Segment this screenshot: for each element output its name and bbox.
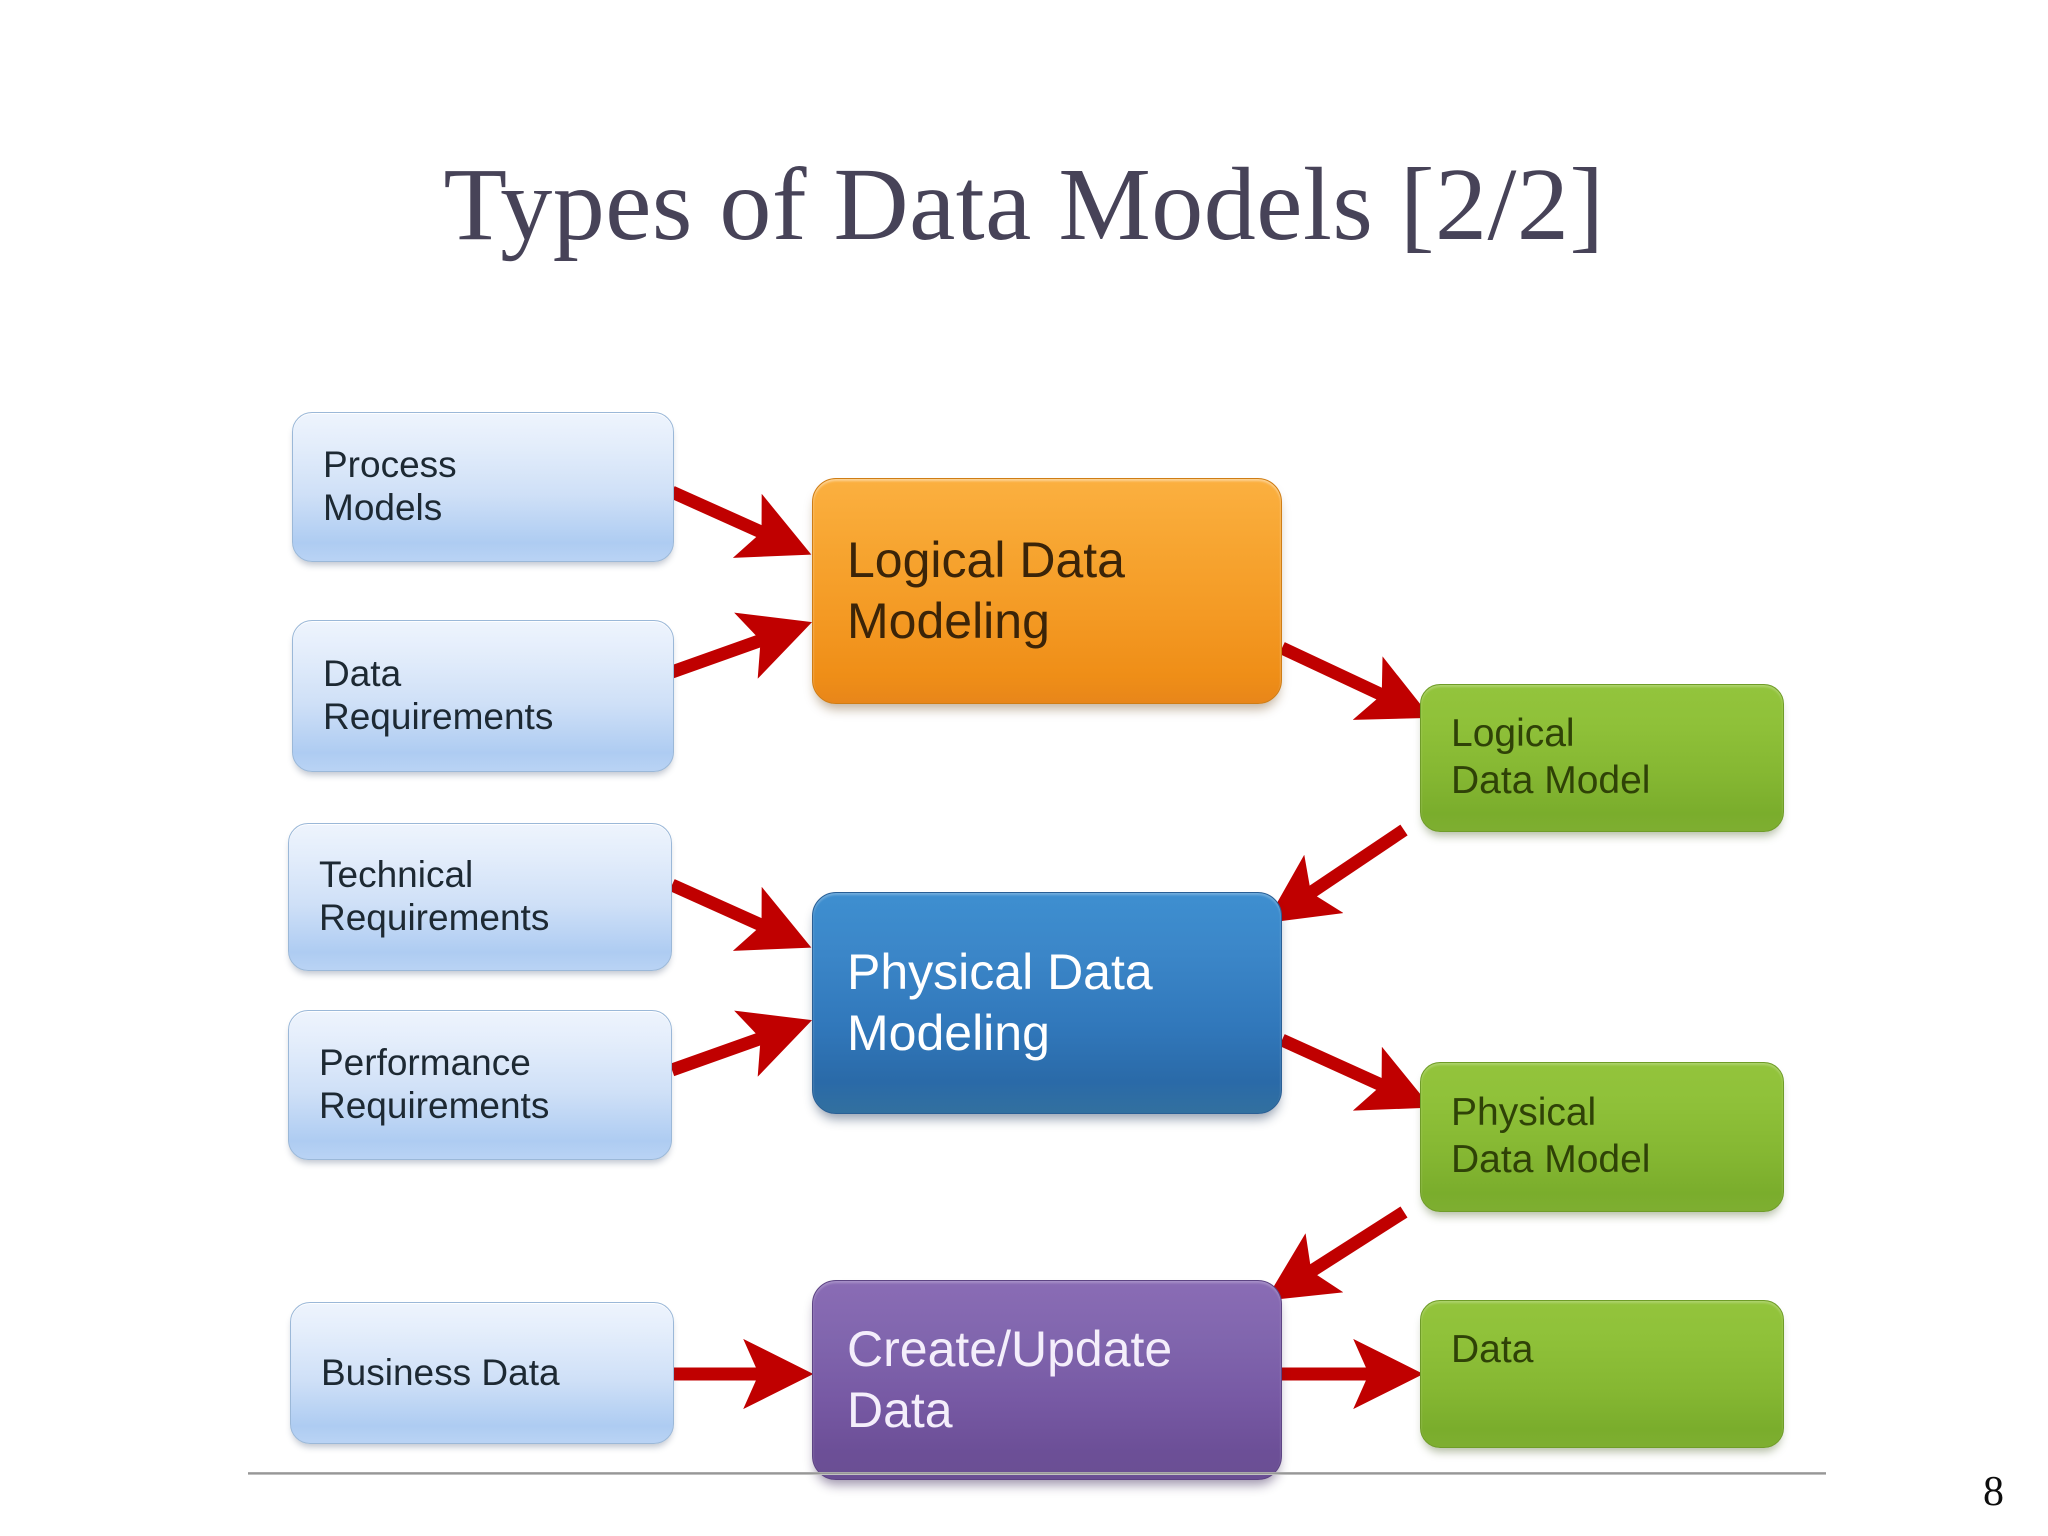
- node-logical-data-model-label: Logical Data Model: [1451, 712, 1651, 802]
- node-create-update-data[interactable]: Create/Update Data: [812, 1280, 1282, 1480]
- node-data-requirements-label: Data Requirements: [323, 653, 554, 737]
- arrow-process-models-to-logical-modeling: [669, 486, 812, 558]
- node-logical-data-modeling-label: Logical Data Modeling: [847, 532, 1125, 649]
- node-performance-requirements[interactable]: Performance Requirements: [288, 1010, 672, 1160]
- node-logical-data-model[interactable]: Logical Data Model: [1420, 684, 1784, 832]
- node-process-models-label: Process Models: [323, 444, 457, 528]
- node-physical-data-modeling-label: Physical Data Modeling: [847, 944, 1153, 1061]
- footer-divider: [248, 1472, 1826, 1475]
- arrow-logical-data-model-to-physical-modeling: [1265, 824, 1408, 924]
- node-data-requirements[interactable]: Data Requirements: [292, 620, 674, 772]
- arrow-data-requirements-to-logical-modeling: [669, 612, 813, 679]
- page-number: 8: [1983, 1469, 2004, 1515]
- node-physical-data-model[interactable]: Physical Data Model: [1420, 1062, 1784, 1212]
- arrow-logical-modeling-to-logical-data-model: [1279, 642, 1432, 720]
- node-performance-requirements-label: Performance Requirements: [319, 1042, 550, 1126]
- page-title: Types of Data Models [2/2]: [443, 147, 1605, 262]
- node-data-label: Data: [1451, 1328, 1534, 1371]
- node-physical-data-model-label: Physical Data Model: [1451, 1091, 1651, 1181]
- arrow-physical-data-model-to-create-update-data: [1265, 1206, 1408, 1301]
- arrow-performance-requirements-to-physical-modeling: [669, 1010, 813, 1077]
- node-process-models[interactable]: Process Models: [292, 412, 674, 562]
- node-create-update-data-label: Create/Update Data: [847, 1321, 1173, 1438]
- arrow-physical-modeling-to-physical-data-model: [1279, 1034, 1432, 1111]
- node-data[interactable]: Data: [1420, 1300, 1784, 1448]
- node-technical-requirements[interactable]: Technical Requirements: [288, 823, 672, 971]
- node-business-data-label: Business Data: [321, 1351, 560, 1393]
- node-logical-data-modeling[interactable]: Logical Data Modeling: [812, 478, 1282, 704]
- arrow-technical-requirements-to-physical-modeling: [669, 879, 812, 951]
- node-physical-data-modeling[interactable]: Physical Data Modeling: [812, 892, 1282, 1114]
- node-technical-requirements-label: Technical Requirements: [319, 854, 550, 938]
- node-business-data[interactable]: Business Data: [290, 1302, 674, 1444]
